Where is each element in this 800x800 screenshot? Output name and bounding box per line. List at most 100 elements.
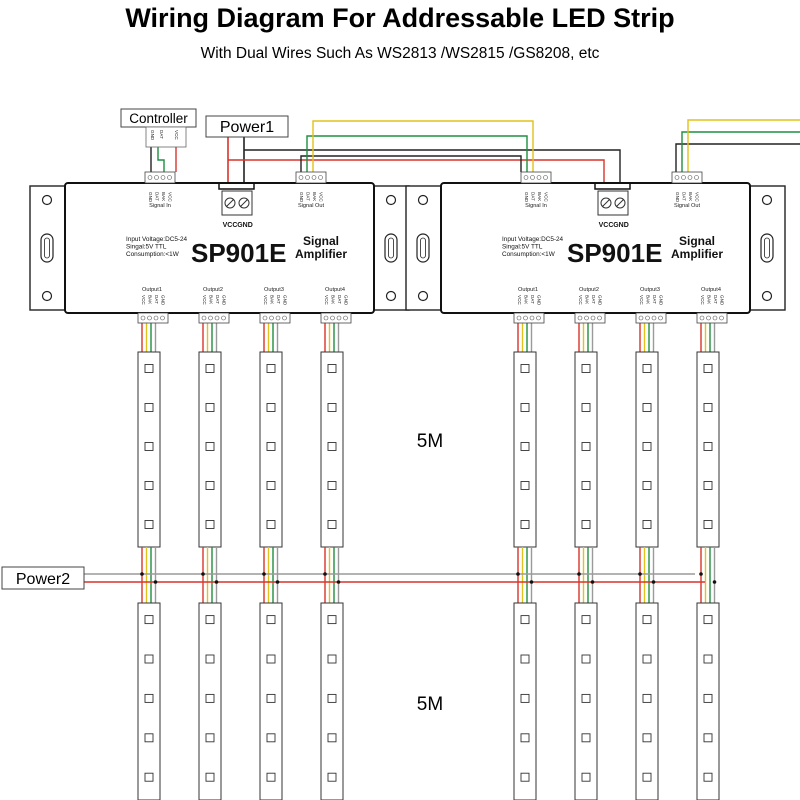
connector-pin — [536, 315, 541, 321]
signal-in-pin-label: BAK — [537, 192, 542, 202]
led-chip-icon — [703, 442, 713, 451]
led-chip-icon — [703, 403, 713, 412]
led-chip-icon — [205, 403, 215, 412]
led-strip-lower-5 — [513, 602, 537, 800]
led-chip-icon — [642, 615, 652, 625]
output-pin-label: DAT — [337, 295, 342, 304]
connector-pin — [651, 315, 657, 321]
junction-dot — [516, 572, 520, 576]
gnd-terminal-label: GND — [237, 222, 253, 229]
controller-dat-wire — [157, 147, 165, 172]
signal-in-pin-label: VCC — [168, 192, 173, 202]
connector-pin — [343, 315, 348, 321]
output-connector-4 — [696, 312, 728, 324]
connector-pin — [160, 315, 165, 321]
junction-dot — [201, 572, 205, 576]
led-chip-icon — [266, 403, 276, 412]
signal-out-label: Signal Out — [674, 203, 701, 209]
output-connector-4 — [320, 312, 352, 324]
output-pin-label: GND — [222, 295, 227, 306]
led-chip-icon — [266, 615, 276, 625]
output-pin-label: DAT — [276, 295, 281, 304]
led-strip-lower-3 — [259, 602, 283, 800]
led-chip-icon — [642, 442, 652, 451]
signal-in-pin-label: GND — [524, 192, 529, 203]
connector-pin — [597, 315, 602, 321]
output-pin-label: GND — [283, 295, 288, 306]
signal-out-pin-label: VCC — [319, 192, 324, 202]
strip-length-label-top: 5M — [417, 431, 443, 452]
mount-hole-icon — [385, 194, 397, 206]
spec-voltage: Input Voltage:DC5-24 — [502, 236, 564, 243]
led-chip-icon — [581, 615, 591, 625]
controller-pin-dat: DAT — [159, 130, 164, 139]
led-strip-upper-2 — [198, 351, 222, 548]
output-label-4: Output4 — [701, 287, 721, 293]
output-label-2: Output2 — [203, 287, 223, 293]
led-chip-icon — [520, 733, 530, 743]
led-strip-upper-4 — [320, 351, 344, 548]
output-pin-label: VCC — [578, 295, 583, 305]
connector-pin — [275, 315, 281, 321]
power2: Power2 — [1, 566, 85, 590]
output-pin-label: GND — [161, 295, 166, 306]
led-chip-icon — [205, 772, 215, 782]
signal-out-pin-label: DAT — [682, 192, 687, 201]
connector-pin — [208, 315, 213, 321]
vcc-terminal-label: VCC — [223, 222, 238, 229]
led-chip-icon — [144, 481, 154, 490]
connector-pin — [674, 175, 680, 180]
output-pin-label: VCC — [324, 295, 329, 305]
connector-pin — [298, 175, 304, 180]
chain-bak-wire — [312, 120, 534, 172]
led-strip-lower-2 — [198, 602, 222, 800]
led-chip-icon — [266, 772, 276, 782]
output-pin-label: VCC — [639, 295, 644, 305]
connector-pin — [140, 315, 146, 321]
junction-dot — [275, 580, 280, 584]
output-pin-label: DAT — [713, 295, 718, 304]
led-chip-icon — [642, 520, 652, 529]
signal-in-pin-label: DAT — [531, 192, 536, 201]
led-chip-icon — [642, 403, 652, 412]
led-chip-icon — [703, 733, 713, 743]
mount-hole-icon — [417, 194, 429, 206]
output-pin-label: BAK — [331, 295, 336, 305]
power1: Power1 — [205, 115, 289, 138]
signal-out-connector — [295, 171, 327, 184]
junction-dot — [577, 572, 581, 576]
led-chip-icon — [327, 442, 337, 451]
led-chip-icon — [703, 481, 713, 490]
spec-consumption: Consumption:<1W — [126, 251, 180, 258]
led-chip-icon — [205, 481, 215, 490]
screw-slot — [602, 199, 610, 207]
output-label-1: Output1 — [142, 287, 162, 293]
led-chip-icon — [520, 615, 530, 625]
output-pin-label: BAK — [209, 295, 214, 305]
screw-slot — [616, 199, 624, 207]
led-chip-icon — [703, 364, 713, 373]
led-chip-icon — [520, 693, 530, 703]
led-chip-icon — [266, 520, 276, 529]
led-chip-icon — [327, 520, 337, 529]
connector-pin — [318, 175, 323, 180]
chain-gnd-wire — [300, 155, 522, 172]
signal-in-pin-label: DAT — [155, 192, 160, 201]
led-chip-icon — [581, 403, 591, 412]
output-pin-label: VCC — [700, 295, 705, 305]
junction-dot — [323, 572, 327, 576]
mount-hole-icon — [761, 194, 773, 206]
connector-pin — [687, 175, 693, 180]
model-name: SP901E — [191, 238, 286, 268]
connector-pin — [221, 315, 226, 321]
signal-out-pin-label: VCC — [695, 192, 700, 202]
spec-signal: Singal:5V TTL — [502, 244, 543, 251]
mount-slot-inner-icon — [764, 237, 770, 259]
led-chip-icon — [144, 772, 154, 782]
connector-pin — [577, 315, 583, 321]
output-pin-label: GND — [344, 295, 349, 306]
connector-pin — [530, 175, 535, 180]
